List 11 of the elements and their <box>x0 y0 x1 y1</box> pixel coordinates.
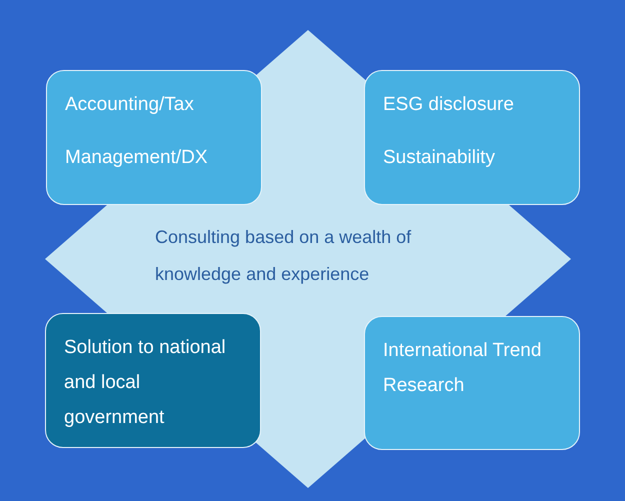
service-card <box>364 316 580 450</box>
card-text: International Trend Research <box>383 339 542 398</box>
service-card <box>46 70 262 205</box>
card-text: Management/DX <box>65 146 209 170</box>
card-text: Solution to national and local government <box>64 336 227 430</box>
card-text: Sustainability <box>383 146 496 170</box>
service-card <box>45 313 261 448</box>
card-text: Accounting/Tax <box>65 93 195 117</box>
center-text: Consulting based on a wealth of knowledge and experience <box>155 226 412 286</box>
card-text: ESG disclosure <box>383 93 515 117</box>
service-card <box>364 70 580 205</box>
